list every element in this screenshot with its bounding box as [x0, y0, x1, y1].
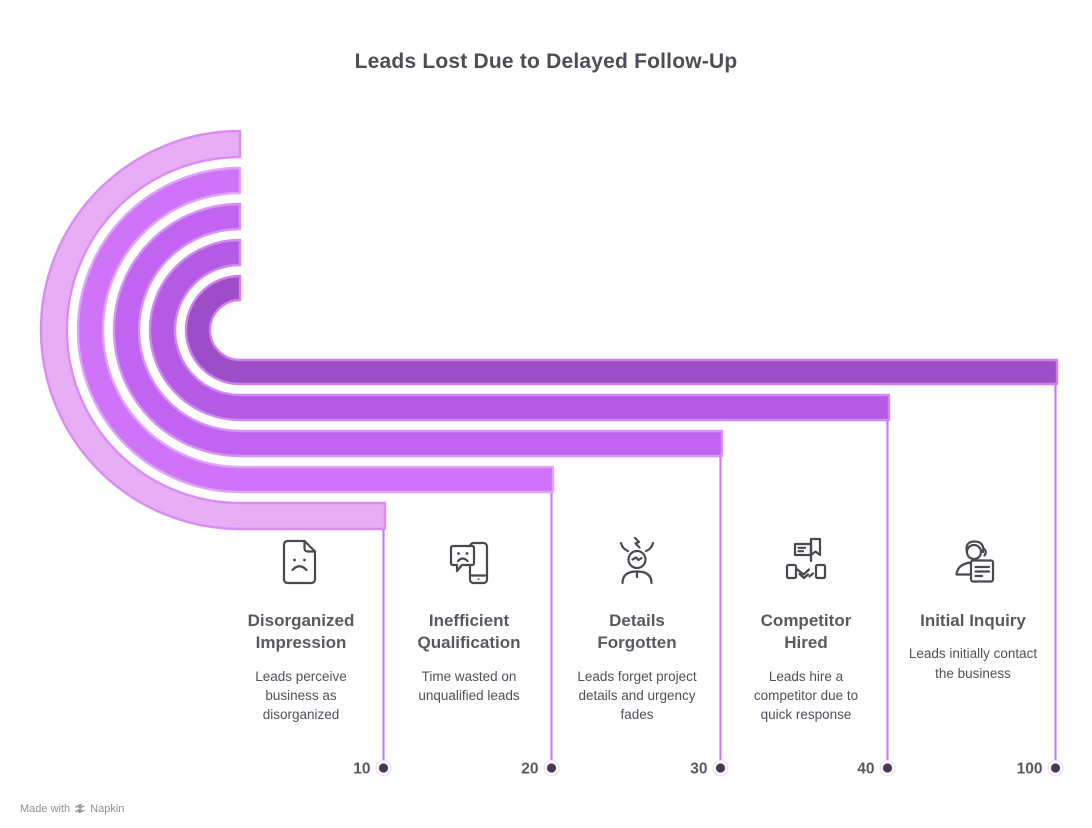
- stage-description: Leads perceive business as disorganized: [255, 668, 347, 723]
- value-marker-dot: [715, 763, 726, 773]
- support-person-document-icon: [906, 531, 1040, 593]
- stage-column: Inefficient Qualification Time wasted on…: [385, 531, 553, 705]
- stage-column: Disorganized Impression Leads perceive b…: [217, 531, 385, 724]
- stage-column: Competitor Hired Leads hire a competitor…: [722, 531, 890, 724]
- value-label: 40: [857, 761, 874, 778]
- footer-brand: Napkin: [90, 803, 125, 815]
- stage-title: Inefficient Qualification: [417, 611, 521, 653]
- stage-description: Leads hire a competitor due to quick res…: [753, 668, 859, 723]
- stage-description: Leads initially contact the business: [908, 646, 1038, 681]
- arc-ring: [39, 129, 387, 531]
- phone-sad-chat-icon: [402, 531, 536, 593]
- handshake-flag-icon: [739, 531, 873, 593]
- stage-title: Details Forgotten: [597, 611, 677, 653]
- arc-ring: [148, 238, 891, 422]
- footer-made-with: Made with: [20, 803, 71, 815]
- arc-ring: [112, 202, 724, 458]
- stage-column: Details Forgotten Leads forget project d…: [553, 531, 721, 724]
- value-label: 30: [690, 761, 707, 778]
- sad-document-icon: [234, 531, 368, 593]
- value-marker-dot: [882, 763, 893, 773]
- footer-credit: Made with Napkin: [20, 803, 124, 815]
- value-label: 20: [521, 761, 538, 778]
- value-marker-dot: [378, 763, 389, 773]
- napkin-logo-icon: [75, 803, 85, 813]
- arc-ring: [76, 166, 555, 494]
- dizzy-person-icon: [570, 531, 704, 593]
- stage-title: Initial Inquiry: [920, 611, 1026, 630]
- stage-description: Time wasted on unqualified leads: [418, 668, 520, 704]
- stage-column: Initial Inquiry Leads initially contact …: [889, 531, 1057, 683]
- arc-ring: [184, 274, 1059, 386]
- page-title: Leads Lost Due to Delayed Follow-Up: [354, 50, 738, 73]
- stage-title: Competitor Hired: [760, 611, 852, 653]
- value-marker-dot: [1050, 763, 1061, 773]
- value-label: 100: [1017, 761, 1043, 778]
- value-marker-dot: [546, 763, 557, 773]
- stage-description: Leads forget project details and urgency…: [577, 668, 697, 723]
- value-label: 10: [353, 761, 370, 778]
- stage-title: Disorganized Impression: [247, 611, 355, 653]
